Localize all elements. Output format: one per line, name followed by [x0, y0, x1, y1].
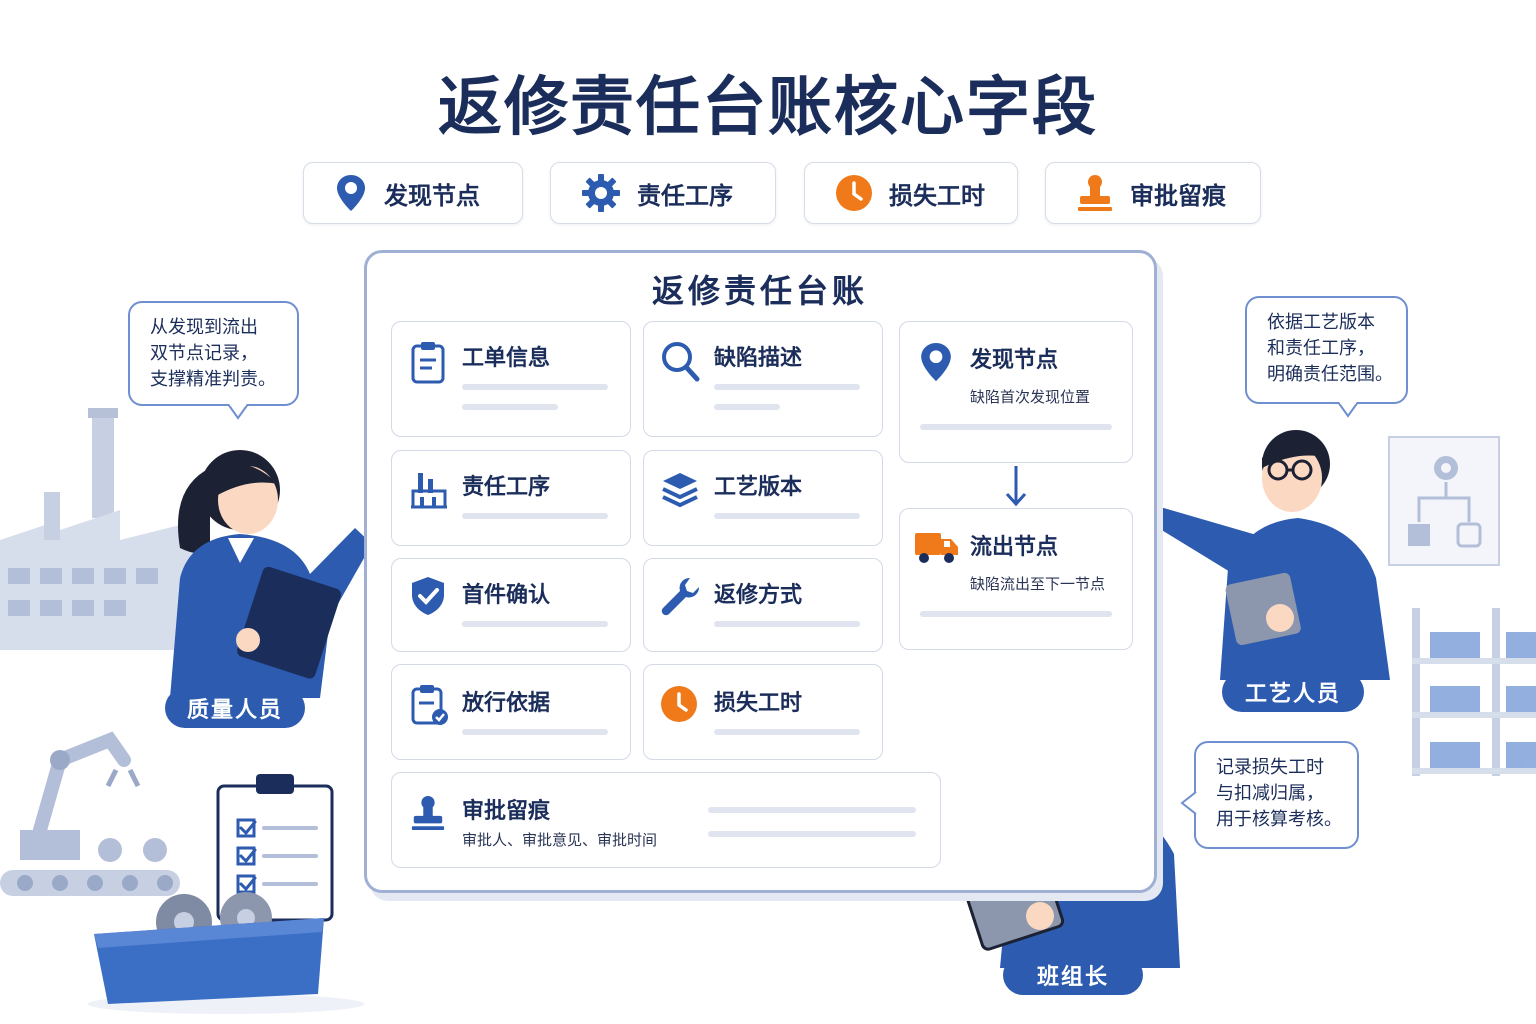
- card-responsible-process: 责任工序: [391, 450, 631, 546]
- speech-bubble-process: 依据工艺版本 和责任工序， 明确责任范围。: [1245, 296, 1408, 404]
- factory-icon: [411, 473, 447, 509]
- down-arrow-icon: [1005, 466, 1027, 507]
- card-title: 返修方式: [714, 583, 803, 608]
- clipboard-check-icon: [411, 685, 448, 725]
- stamp-icon: [411, 795, 445, 831]
- tag-responsible-process: 责任工序: [550, 162, 776, 224]
- bubble-tail: [228, 404, 248, 420]
- stamp-icon: [1078, 175, 1112, 211]
- tag-label: 审批留痕: [1130, 181, 1226, 210]
- layers-icon: [662, 473, 698, 508]
- card-title: 流出节点: [970, 535, 1059, 560]
- card-subtitle: 审批人、审批意见、审批时间: [462, 831, 658, 849]
- tag-label: 损失工时: [889, 181, 985, 210]
- parts-bin-illustration: [88, 892, 364, 1014]
- process-diagram-board-illustration: [1388, 436, 1500, 566]
- magnifier-icon: [662, 342, 700, 382]
- board-title: 返修责任台账: [651, 272, 868, 310]
- process-engineer-illustration: [1130, 430, 1390, 680]
- card-subtitle: 缺陷首次发现位置: [970, 388, 1091, 406]
- shield-check-icon: [412, 577, 444, 615]
- role-label-quality: 质量人员: [165, 688, 305, 728]
- card-title: 发现节点: [970, 348, 1059, 373]
- card-process-version: 工艺版本: [643, 450, 883, 546]
- role-label-leader: 班组长: [1003, 955, 1143, 995]
- card-approval-trace: 审批留痕 审批人、审批意见、审批时间: [391, 772, 941, 868]
- card-title: 缺陷描述: [714, 346, 803, 371]
- card-subtitle: 缺陷流出至下一节点: [970, 575, 1106, 593]
- truck-icon: [915, 533, 958, 563]
- tag-discover-node: 发现节点: [303, 162, 523, 224]
- gear-icon: [582, 174, 620, 212]
- tag-label: 责任工序: [637, 181, 733, 210]
- card-release-basis: 放行依据: [391, 664, 631, 760]
- card-first-piece: 首件确认: [391, 558, 631, 652]
- speech-bubble-leader: 记录损失工时 与扣减归属， 用于核算考核。: [1194, 741, 1359, 849]
- clipboard-icon: [411, 342, 445, 384]
- card-lost-hours: 损失工时: [643, 664, 883, 760]
- card-work-order: 工单信息: [391, 321, 631, 437]
- page-title: 返修责任台账核心字段: [438, 71, 1098, 145]
- storage-shelf-illustration: [1412, 608, 1536, 776]
- card-title: 工艺版本: [714, 475, 803, 500]
- card-repair-method: 返修方式: [643, 558, 883, 652]
- wrench-icon: [661, 577, 700, 616]
- location-pin-icon: [921, 342, 951, 382]
- factory-illustration: [0, 408, 200, 650]
- card-title: 审批留痕: [462, 799, 551, 824]
- tag-approval-trace: 审批留痕: [1045, 162, 1261, 224]
- bubble-tail: [1338, 402, 1358, 418]
- clock-icon: [661, 686, 697, 722]
- clock-icon: [836, 175, 872, 211]
- card-discover-node: 发现节点 缺陷首次发现位置: [899, 321, 1133, 463]
- card-title: 工单信息: [462, 346, 551, 371]
- card-title: 损失工时: [714, 691, 803, 716]
- role-label-process: 工艺人员: [1222, 672, 1364, 712]
- card-title: 责任工序: [462, 475, 551, 500]
- location-pin-icon: [337, 175, 365, 211]
- tag-label: 发现节点: [384, 181, 480, 210]
- checklist-clipboard-illustration: [216, 774, 334, 922]
- card-defect-description: 缺陷描述: [643, 321, 883, 437]
- speech-bubble-quality: 从发现到流出 双节点记录， 支撑精准判责。: [128, 301, 299, 406]
- card-title: 首件确认: [462, 583, 551, 608]
- bubble-tail: [1180, 792, 1198, 814]
- robot-arm-illustration: [0, 731, 180, 896]
- card-title: 放行依据: [462, 691, 551, 716]
- tag-lost-hours: 损失工时: [804, 162, 1018, 224]
- card-outflow-node: 流出节点 缺陷流出至下一节点: [899, 508, 1133, 650]
